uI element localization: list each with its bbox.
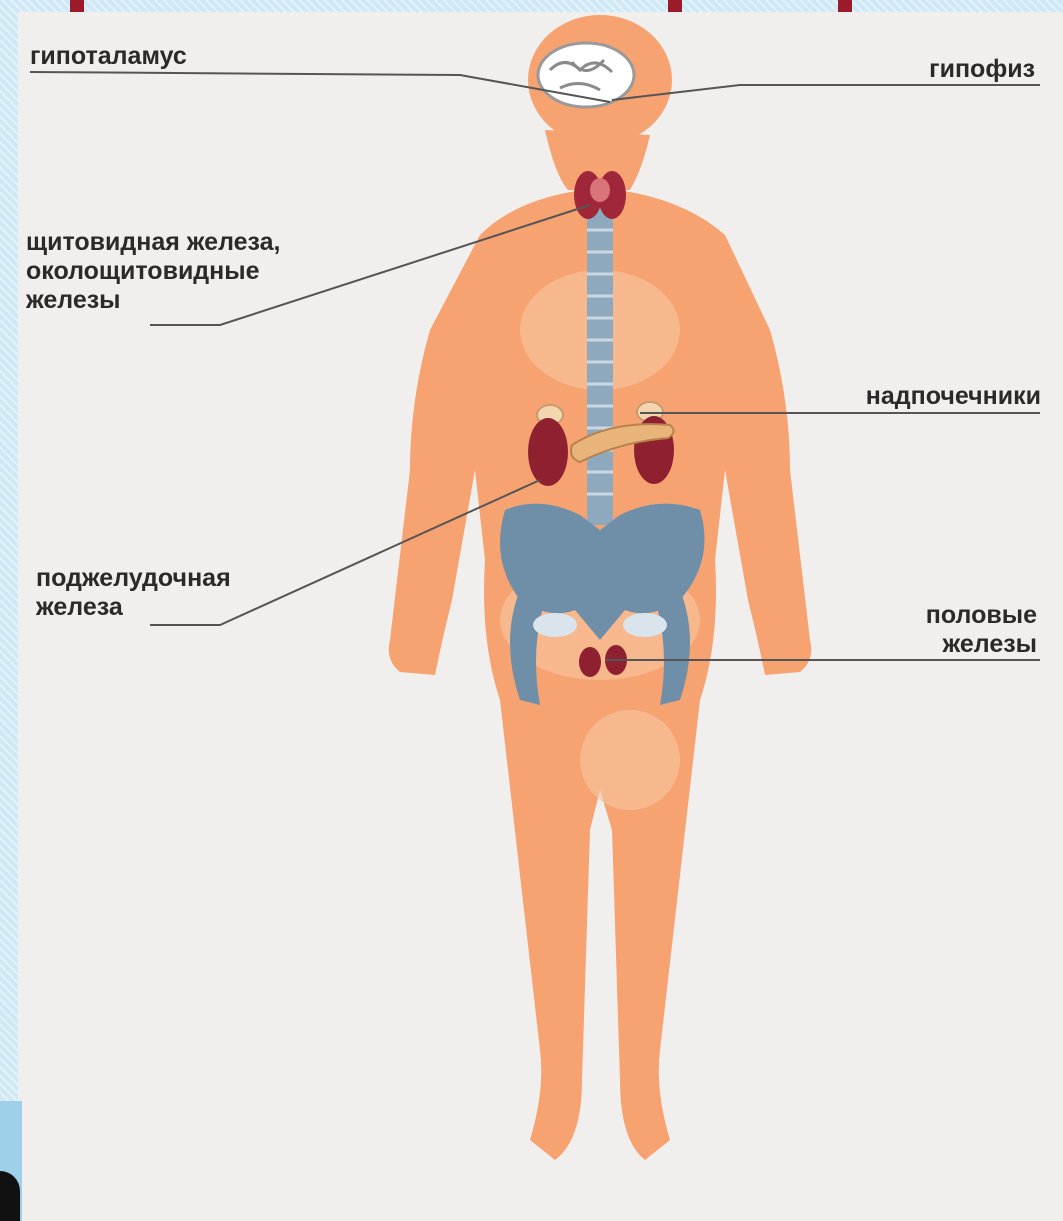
label-pancreas: поджелудочная железа xyxy=(36,564,231,622)
label-adrenals: надпочечники xyxy=(866,382,1041,411)
label-hypothalamus: гипоталамус xyxy=(30,42,187,71)
spine-icon xyxy=(587,205,613,525)
label-thyroid: щитовидная железа, околощитовидные желез… xyxy=(26,228,281,315)
label-gonads: половые железы xyxy=(926,601,1037,659)
label-pituitary: гипофиз xyxy=(929,55,1035,84)
